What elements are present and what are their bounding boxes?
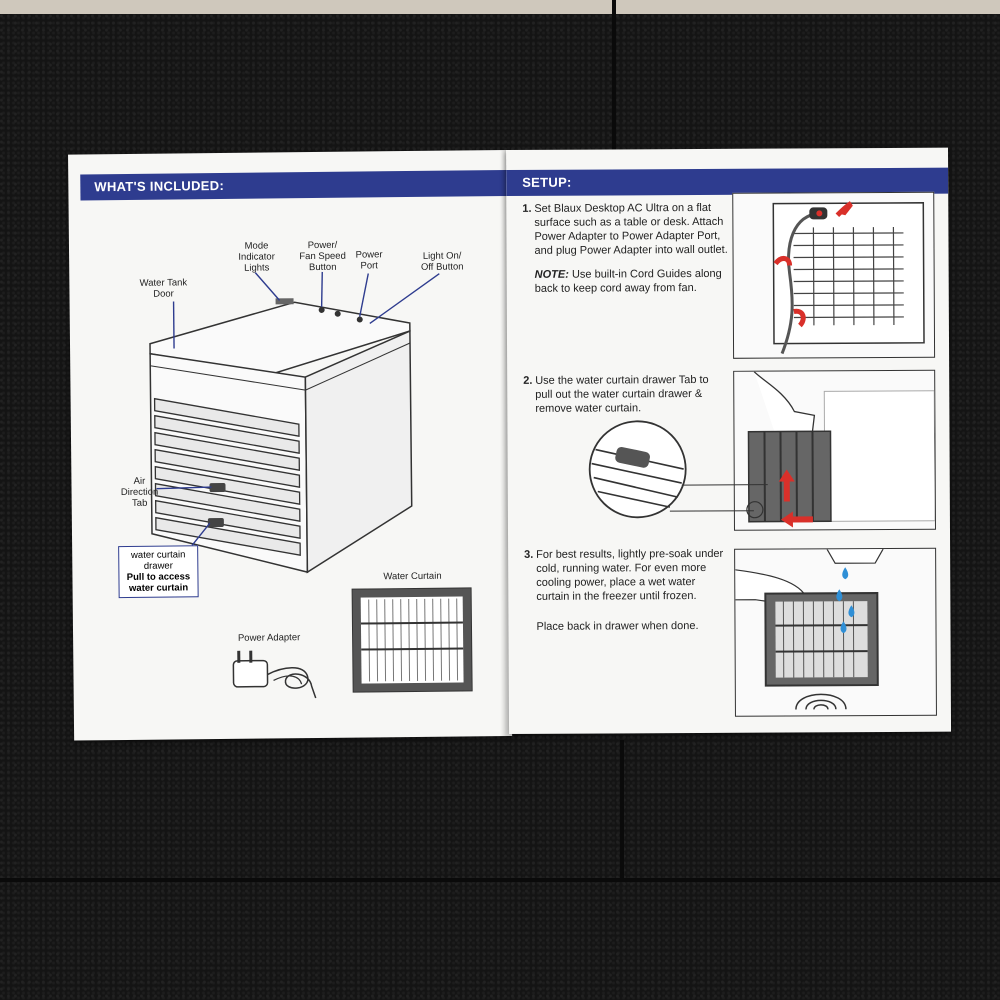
setup-step-3: 3. For best results, lightly pre-soak un… <box>524 547 730 634</box>
desktop-ac-unit-illustration <box>149 271 440 574</box>
step-extra-text: Place back in drawer when done. <box>536 619 699 633</box>
drawer-callout-bold1: Pull to access <box>126 571 191 583</box>
instruction-booklet: WHAT'S INCLUDED: <box>68 147 952 741</box>
step-1-figure <box>732 191 936 359</box>
setup-step-1: 1. Set Blaux Desktop AC Ultra on a flat … <box>522 201 728 296</box>
water-curtain-label: Water Curtain <box>383 570 442 583</box>
power-adapter-label: Power Adapter <box>237 632 301 644</box>
floor-strip <box>0 0 1000 14</box>
air-direction-tab-label: Air Direction Tab <box>120 475 159 509</box>
cord-guide-illustration <box>772 201 925 355</box>
step-2-figure <box>733 369 936 531</box>
presoak-curtain-illustration <box>735 548 884 710</box>
step-note: NOTE: Use built-in Cord Guides along bac… <box>535 267 729 296</box>
drawer-removal-illustration <box>746 371 935 528</box>
water-curtain-illustration <box>351 587 473 693</box>
tile-seam <box>0 878 1000 882</box>
mode-indicator-label: Mode Indicator Lights <box>238 240 275 274</box>
drawer-tab-zoom-illustration <box>588 420 768 519</box>
water-tank-door-label: Water Tank Door <box>139 277 188 300</box>
tile-seam <box>612 0 616 150</box>
step-3-figure <box>734 547 937 717</box>
setup-page: SETUP: 1. Set Blaux Desktop AC Ultra on … <box>506 147 952 734</box>
step-number: 1. <box>522 202 532 215</box>
drawer-callout-bold2: water curtain <box>128 582 189 594</box>
power-port-label: Power Port <box>355 249 383 272</box>
drawer-callout-line1: water curtain <box>130 549 186 561</box>
note-label: NOTE: <box>534 268 569 281</box>
step-text: Set Blaux Desktop AC Ultra on a flat sur… <box>534 201 728 257</box>
air-direction-tab <box>209 482 226 493</box>
power-fan-speed-label: Power/ Fan Speed Button <box>299 239 346 274</box>
step-text: For best results, lightly pre-soak under… <box>536 547 724 603</box>
step-number: 3. <box>524 548 534 561</box>
step-number: 2. <box>523 374 533 387</box>
power-adapter-illustration <box>232 650 317 699</box>
drawer-callout-line2: drawer <box>143 560 173 572</box>
light-onoff-label: Light On/ Off Button <box>420 250 464 273</box>
whats-included-page: WHAT'S INCLUDED: <box>68 150 513 741</box>
drawer-callout-box: water curtain drawer Pull to access wate… <box>118 545 199 599</box>
step-text: Use the water curtain drawer Tab to pull… <box>535 373 709 415</box>
setup-step-2: 2. Use the water curtain drawer Tab to p… <box>523 373 723 416</box>
tile-seam <box>620 740 624 880</box>
drawer-tab <box>207 517 224 528</box>
